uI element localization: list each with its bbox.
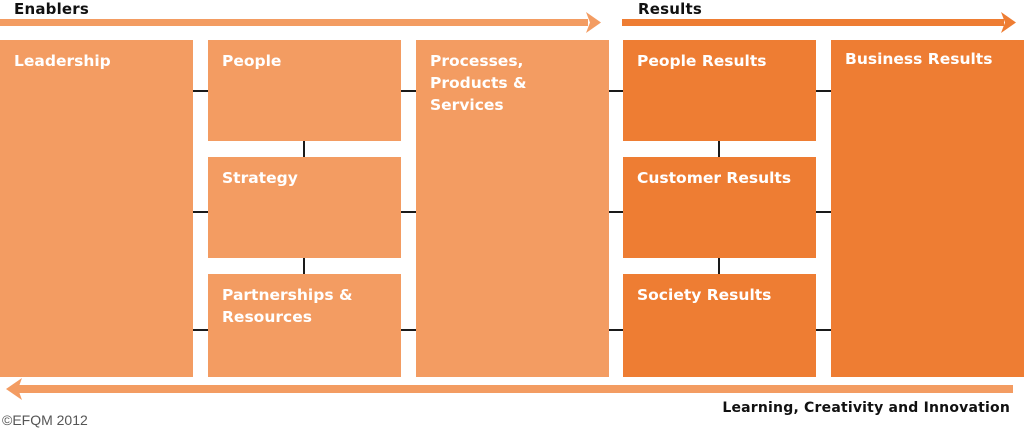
connector-v xyxy=(303,258,305,274)
connector-v xyxy=(718,258,720,274)
business-results-label: Business Results xyxy=(845,50,993,68)
people-results-box: People Results xyxy=(623,40,816,141)
learning-arrow xyxy=(6,378,1013,400)
learning-arrow-shaft xyxy=(18,385,1013,393)
processes-box: Processes, Products & Services xyxy=(416,40,609,377)
strategy-box: Strategy xyxy=(208,157,401,258)
connector-h xyxy=(401,329,416,331)
results-arrow-shaft xyxy=(622,19,1004,26)
customer-results-box: Customer Results xyxy=(623,157,816,258)
connector-h xyxy=(609,90,623,92)
leadership-label: Leadership xyxy=(14,52,111,70)
connector-v xyxy=(303,141,305,157)
connector-v xyxy=(718,141,720,157)
enablers-arrow-head xyxy=(586,12,601,33)
results-arrow xyxy=(622,12,1016,33)
leadership-box: Leadership xyxy=(0,40,193,377)
connector-h xyxy=(401,211,416,213)
connector-h xyxy=(816,329,831,331)
people-box: People xyxy=(208,40,401,141)
learning-label: Learning, Creativity and Innovation xyxy=(722,400,1010,416)
connector-h xyxy=(401,90,416,92)
partnerships-label: Partnerships & Resources xyxy=(222,286,353,326)
copyright-text: ©EFQM 2012 xyxy=(2,412,88,428)
people-label: People xyxy=(222,52,282,70)
people-results-label: People Results xyxy=(637,52,767,70)
society-results-box: Society Results xyxy=(623,274,816,377)
customer-results-label: Customer Results xyxy=(637,169,792,187)
connector-h xyxy=(193,211,208,213)
connector-h xyxy=(193,90,208,92)
partnerships-box: Partnerships & Resources xyxy=(208,274,401,377)
enablers-arrow xyxy=(0,12,601,33)
results-header: Results xyxy=(638,0,702,18)
connector-h xyxy=(816,211,831,213)
connector-h xyxy=(609,329,623,331)
connector-h xyxy=(609,211,623,213)
results-arrow-head xyxy=(1001,12,1016,33)
connector-h xyxy=(193,329,208,331)
strategy-label: Strategy xyxy=(222,169,298,187)
processes-label: Processes, Products & Services xyxy=(430,52,527,114)
society-results-label: Society Results xyxy=(637,286,772,304)
enablers-header: Enablers xyxy=(14,0,90,18)
business-results-box: Business Results xyxy=(831,40,1024,377)
enablers-arrow-shaft xyxy=(0,19,588,26)
learning-arrow-head xyxy=(6,378,22,400)
connector-h xyxy=(816,90,831,92)
